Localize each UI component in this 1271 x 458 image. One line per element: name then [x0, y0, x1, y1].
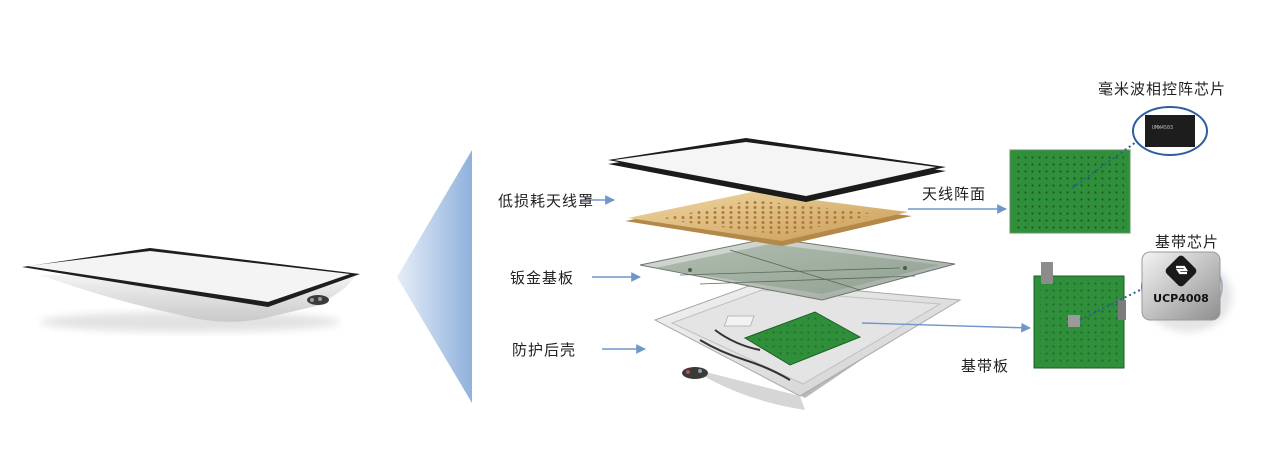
baseband-chip-logo-icon: [1165, 255, 1197, 287]
label-baseband-board: 基带板: [961, 357, 1010, 375]
shell-port-cluster: [682, 367, 708, 379]
label-antenna-array: 天线阵面: [922, 185, 987, 203]
label-sheet-metal: 钣金基板: [510, 269, 575, 287]
expansion-wedge: [397, 150, 472, 403]
label-rear-shell: 防护后壳: [512, 341, 577, 359]
label-radome: 低损耗天线罩: [498, 192, 595, 210]
antenna-array-board: [1009, 149, 1131, 234]
rear-shell-layer: [653, 281, 962, 410]
label-mmwave-chip: 毫米波相控阵芯片: [1098, 80, 1227, 98]
sheet-metal-layer: [639, 237, 956, 301]
mmwave-chip-marking: UMW4503: [1152, 125, 1173, 131]
baseband-chip-callout: UCP4008: [1079, 251, 1232, 332]
baseband-board: [1033, 262, 1126, 369]
baseband-chip-model: UCP4008: [1153, 292, 1209, 305]
device-port-cluster: [307, 295, 329, 305]
label-baseband-chip: 基带芯片: [1155, 233, 1220, 251]
assembled-device: [22, 248, 360, 332]
arrows: [580, 195, 1031, 354]
mmwave-chip-callout: UMW4503: [1071, 106, 1208, 189]
mmwave-chip: [1145, 115, 1195, 147]
arrow-baseband-board: [861, 322, 1031, 333]
antenna-array-layer: [625, 192, 912, 246]
radome-layer: [608, 138, 946, 202]
